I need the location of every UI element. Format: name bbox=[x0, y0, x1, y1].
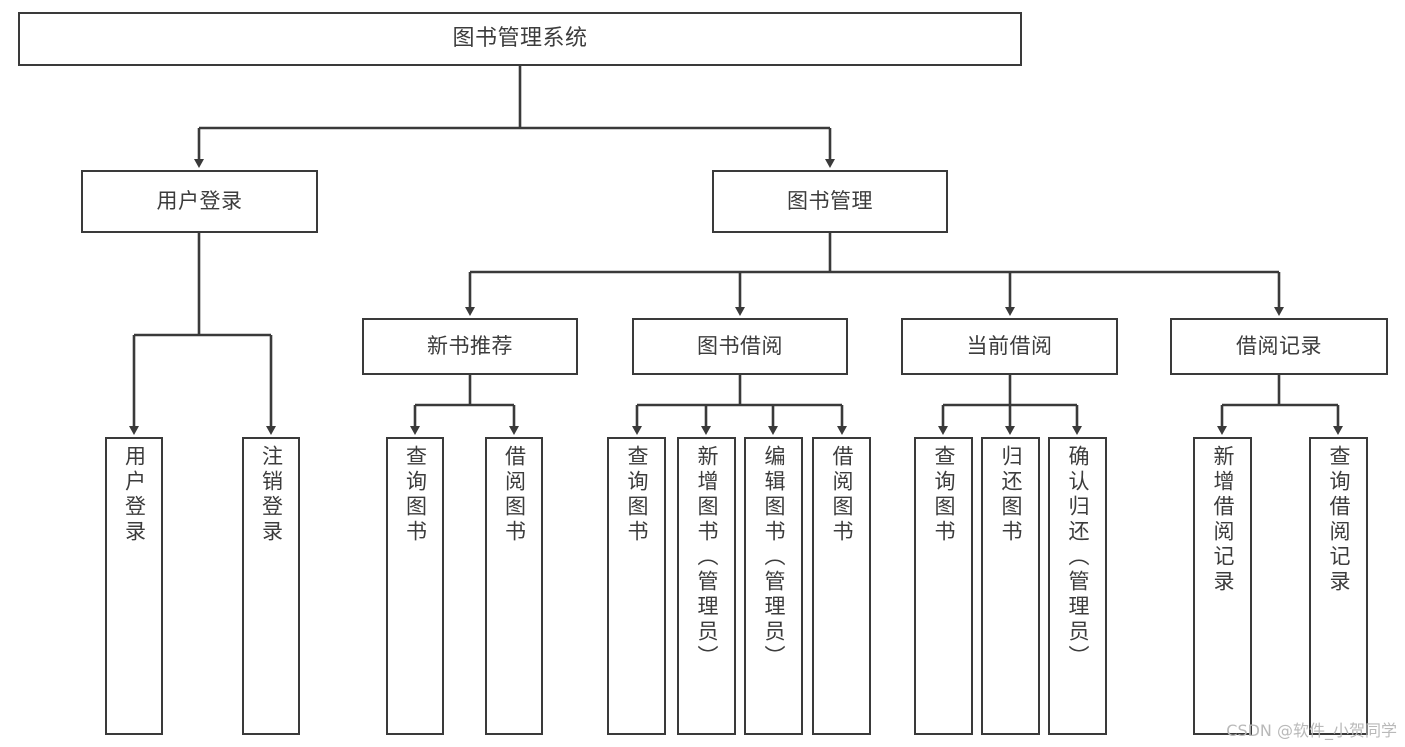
leaf-query-book-current[interactable]: 查询图书 bbox=[914, 437, 973, 735]
node-label: 查询图书 bbox=[932, 445, 956, 545]
node-label: 编辑图书（管理员） bbox=[762, 445, 786, 670]
node-book-management[interactable]: 图书管理 bbox=[712, 170, 948, 233]
leaf-logout[interactable]: 注销登录 bbox=[242, 437, 300, 735]
leaf-borrow-book-new[interactable]: 借阅图书 bbox=[485, 437, 543, 735]
leaf-user-login[interactable]: 用户登录 bbox=[105, 437, 163, 735]
node-root-system[interactable]: 图书管理系统 bbox=[18, 12, 1022, 66]
node-label: 查询图书 bbox=[625, 445, 649, 545]
node-label: 用户登录 bbox=[122, 445, 147, 545]
node-label: 借阅图书 bbox=[502, 445, 527, 545]
node-label: 新增图书（管理员） bbox=[695, 445, 719, 670]
node-label: 用户登录 bbox=[156, 189, 243, 214]
leaf-query-borrow-record[interactable]: 查询借阅记录 bbox=[1309, 437, 1368, 735]
node-label: 图书借阅 bbox=[697, 334, 783, 359]
leaf-borrow-book[interactable]: 借阅图书 bbox=[812, 437, 871, 735]
leaf-edit-book-admin[interactable]: 编辑图书（管理员） bbox=[744, 437, 803, 735]
leaf-return-book[interactable]: 归还图书 bbox=[981, 437, 1040, 735]
node-new-book-recommend[interactable]: 新书推荐 bbox=[362, 318, 578, 375]
node-label: 图书管理 bbox=[787, 189, 873, 214]
node-label: 图书管理系统 bbox=[452, 26, 588, 52]
leaf-query-book-borrow[interactable]: 查询图书 bbox=[607, 437, 666, 735]
node-label: 借阅图书 bbox=[830, 445, 854, 545]
node-label: 当前借阅 bbox=[966, 334, 1053, 359]
node-label: 归还图书 bbox=[999, 445, 1023, 545]
node-label: 查询借阅记录 bbox=[1327, 445, 1351, 595]
leaf-add-book-admin[interactable]: 新增图书（管理员） bbox=[677, 437, 736, 735]
node-label: 新书推荐 bbox=[427, 334, 513, 359]
node-label: 新增借阅记录 bbox=[1211, 445, 1235, 595]
node-user-login[interactable]: 用户登录 bbox=[81, 170, 318, 233]
node-current-borrow[interactable]: 当前借阅 bbox=[901, 318, 1118, 375]
leaf-add-borrow-record[interactable]: 新增借阅记录 bbox=[1193, 437, 1252, 735]
leaf-query-book-new[interactable]: 查询图书 bbox=[386, 437, 444, 735]
node-label: 确认归还（管理员） bbox=[1066, 445, 1090, 670]
leaf-confirm-return-admin[interactable]: 确认归还（管理员） bbox=[1048, 437, 1107, 735]
node-book-borrow[interactable]: 图书借阅 bbox=[632, 318, 848, 375]
node-label: 查询图书 bbox=[403, 445, 428, 545]
node-label: 借阅记录 bbox=[1236, 334, 1322, 359]
node-borrow-record[interactable]: 借阅记录 bbox=[1170, 318, 1388, 375]
node-label: 注销登录 bbox=[259, 445, 284, 545]
